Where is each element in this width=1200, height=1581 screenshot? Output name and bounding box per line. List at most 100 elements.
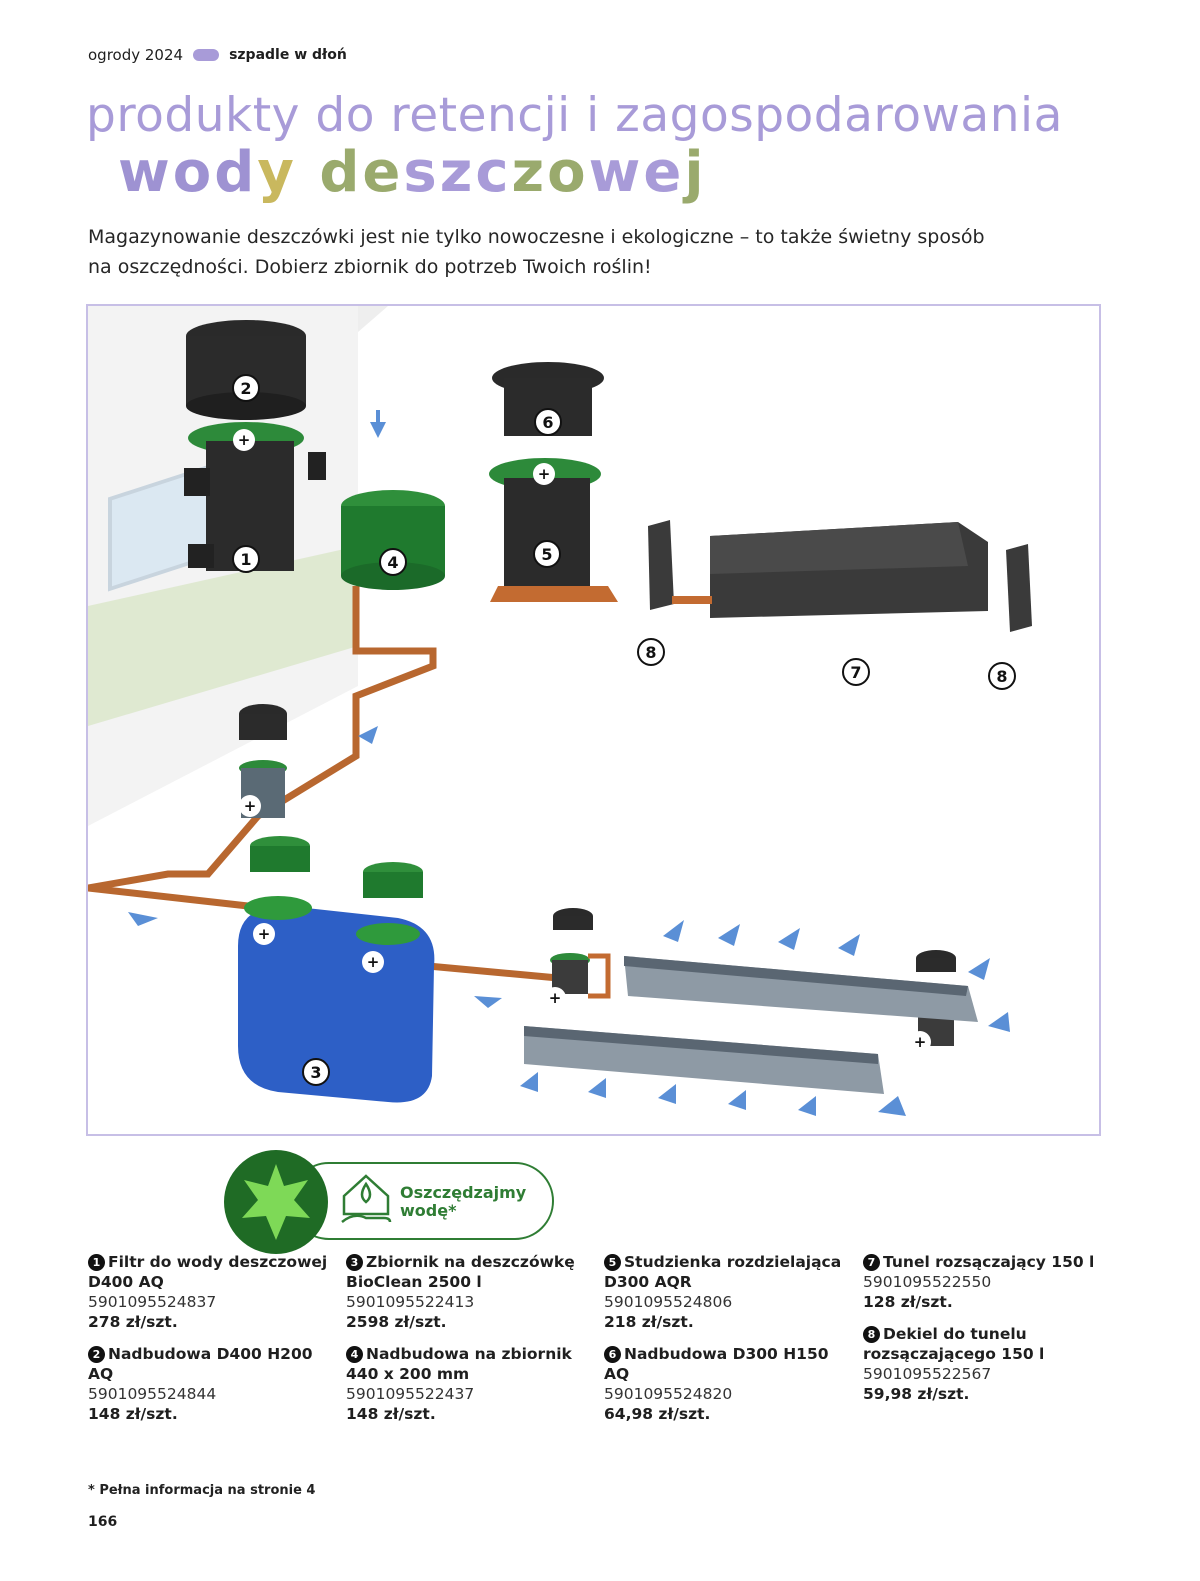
svg-text:4: 4 — [387, 553, 398, 572]
tunnel-lid-8-right — [1006, 544, 1032, 632]
product-ean: 5901095524806 — [604, 1293, 733, 1311]
product-ean: 5901095522413 — [346, 1293, 475, 1311]
diagram-labels: 2 1 4 6 5 8 7 8 3 + + + + + + + — [232, 374, 1016, 1086]
title-letter: e — [643, 140, 685, 205]
svg-text:+: + — [244, 797, 257, 815]
product-number: 8 — [863, 1326, 880, 1343]
title-letter: y — [257, 140, 297, 205]
product-ean: 5901095522567 — [863, 1365, 992, 1383]
tank-3-body — [238, 905, 435, 1103]
title-letter: o — [547, 140, 589, 205]
label-4: 4 — [379, 548, 407, 576]
page-number: 166 — [88, 1514, 118, 1530]
product-name: Tunel rozsączający 150 l — [883, 1253, 1095, 1271]
svg-text:8: 8 — [645, 643, 656, 662]
eco-star-badge — [224, 1150, 328, 1254]
eco-badge-label: Oszczędzajmy wodę* — [400, 1183, 527, 1220]
product-number: 5 — [604, 1254, 621, 1271]
page-title-line2: wody deszczowej — [118, 140, 707, 205]
label-5: 5 — [533, 540, 561, 568]
title-letter: d — [319, 140, 363, 205]
star-icon — [242, 1164, 310, 1240]
product-number: 1 — [88, 1254, 105, 1271]
product-price: 218 zł/szt. — [604, 1313, 694, 1331]
product-name: Nadbudowa D300 H150 AQ — [604, 1345, 829, 1383]
svg-text:+: + — [258, 925, 271, 943]
eco-badge-frame — [290, 1162, 554, 1240]
shaft-5-pipes — [490, 586, 618, 602]
product-price: 278 zł/szt. — [88, 1313, 178, 1331]
svg-text:2: 2 — [240, 379, 251, 398]
shaft-5-body — [504, 478, 590, 588]
product-number: 4 — [346, 1346, 363, 1363]
plus-marker: + — [362, 951, 384, 973]
title-letter — [297, 140, 320, 205]
intro-text: Magazynowanie deszczówki jest nie tylko … — [88, 226, 985, 278]
product-ean: 5901095524820 — [604, 1385, 733, 1403]
water-hand-icon — [340, 1174, 392, 1232]
product-number: 2 — [88, 1346, 105, 1363]
label-1: 1 — [232, 545, 260, 573]
label-8-left: 8 — [637, 638, 665, 666]
product-ean: 5901095524844 — [88, 1385, 217, 1403]
section-pill — [193, 49, 220, 61]
svg-text:1: 1 — [240, 550, 251, 569]
pipe-to-tank — [88, 884, 249, 910]
plus-marker: + — [253, 923, 275, 945]
plus-marker: + — [909, 1031, 931, 1053]
product-number: 6 — [604, 1346, 621, 1363]
footnote: * Pełna informacja na stronie 4 — [88, 1483, 316, 1498]
svg-text:+: + — [538, 465, 551, 483]
product-ean: 5901095524837 — [88, 1293, 217, 1311]
svg-text:+: + — [549, 989, 562, 1007]
catalog-name: ogrody 2024 — [88, 46, 184, 64]
product-ean: 5901095522437 — [346, 1385, 475, 1403]
title-letter: z — [439, 140, 476, 205]
svg-text:+: + — [238, 431, 251, 449]
product-price: 148 zł/szt. — [88, 1405, 178, 1423]
title-letter: d — [214, 140, 258, 205]
product-price: 148 zł/szt. — [346, 1405, 436, 1423]
title-letter: w — [588, 140, 644, 205]
label-7: 7 — [842, 658, 870, 686]
title-letter: w — [118, 140, 173, 205]
tunnel-lid-8-left — [648, 520, 674, 610]
svg-text:8: 8 — [996, 667, 1007, 686]
water-flow-arrows — [128, 410, 1010, 1116]
title-letter: e — [362, 140, 404, 205]
title-letter: c — [475, 140, 512, 205]
product-number: 3 — [346, 1254, 363, 1271]
page-header: ogrody 2024 szpadle w dłoń — [88, 46, 347, 64]
label-2: 2 — [232, 374, 260, 402]
product-name: Filtr do wody deszczowej D400 AQ — [88, 1253, 328, 1291]
plus-marker: + — [533, 463, 555, 485]
plus-marker: + — [233, 429, 255, 451]
svg-text:+: + — [914, 1033, 927, 1051]
product-name: Dekiel do tunelu rozsączającego 150 l — [863, 1325, 1045, 1363]
pipe-tank-to-tunnels — [427, 962, 559, 982]
page-title-line1: produkty do retencji i zagospodarowania — [86, 88, 1063, 143]
title-letter: s — [403, 140, 440, 205]
product-ean: 5901095522550 — [863, 1273, 992, 1291]
label-6: 6 — [534, 408, 562, 436]
product-name: Zbiornik na deszczówkę BioClean 2500 l — [346, 1253, 575, 1291]
svg-text:+: + — [367, 953, 380, 971]
svg-text:6: 6 — [542, 413, 553, 432]
product-name: Nadbudowa D400 H200 AQ — [88, 1345, 313, 1383]
plus-marker: + — [544, 987, 566, 1009]
svg-text:7: 7 — [850, 663, 861, 682]
product-price: 128 zł/szt. — [863, 1293, 953, 1311]
product-price: 64,98 zł/szt. — [604, 1405, 711, 1423]
product-price: 2598 zł/szt. — [346, 1313, 447, 1331]
